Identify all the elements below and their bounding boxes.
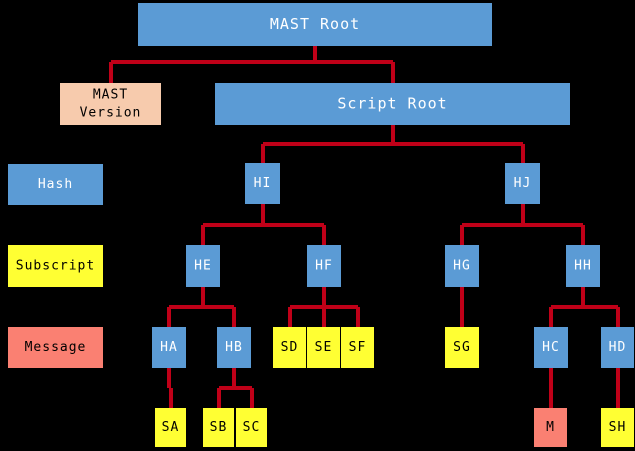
node-box-mast-version bbox=[60, 83, 161, 125]
node-mast-version: MAST Version bbox=[60, 83, 161, 125]
node-hb: HB bbox=[217, 327, 251, 368]
node-sh: SH bbox=[601, 408, 634, 447]
node-box-legend-subscript bbox=[8, 245, 103, 287]
node-box-sg bbox=[445, 327, 479, 368]
node-sg: SG bbox=[445, 327, 479, 368]
node-m: M bbox=[534, 408, 567, 447]
node-box-hj bbox=[505, 163, 540, 204]
node-label-sd: SD bbox=[281, 340, 299, 355]
node-label-hd: HD bbox=[609, 340, 627, 355]
node-label-hi: HI bbox=[254, 176, 272, 191]
node-sc: SC bbox=[236, 408, 267, 447]
node-hh: HH bbox=[566, 245, 600, 287]
node-box-ha bbox=[152, 327, 186, 368]
node-label-m: M bbox=[546, 420, 555, 435]
node-label-he: HE bbox=[194, 259, 212, 274]
node-he: HE bbox=[186, 245, 220, 287]
node-label-mast-root: MAST Root bbox=[270, 15, 360, 33]
node-box-sa bbox=[155, 408, 186, 447]
node-sb: SB bbox=[203, 408, 234, 447]
node-label-legend-hash: Hash bbox=[38, 177, 73, 192]
node-label-hc: HC bbox=[542, 340, 560, 355]
node-legend-subscript: Subscript bbox=[8, 245, 103, 287]
node-ha: HA bbox=[152, 327, 186, 368]
node-box-sc bbox=[236, 408, 267, 447]
node-label-sf: SF bbox=[349, 340, 367, 355]
node-mast-root: MAST Root bbox=[138, 3, 492, 46]
node-box-sh bbox=[601, 408, 634, 447]
node-box-hb bbox=[217, 327, 251, 368]
node-se: SE bbox=[307, 327, 340, 368]
node-hf: HF bbox=[307, 245, 341, 287]
node-box-sb bbox=[203, 408, 234, 447]
node-box-legend-hash bbox=[8, 164, 103, 205]
node-label-ha: HA bbox=[160, 340, 178, 355]
node-box-hg bbox=[445, 245, 479, 287]
node-label-sb: SB bbox=[210, 420, 228, 435]
node-label-script-root: Script Root bbox=[337, 95, 447, 113]
node-label-sa: SA bbox=[162, 420, 180, 435]
node-box-legend-message bbox=[8, 327, 103, 368]
node-sa: SA bbox=[155, 408, 186, 447]
node-legend-hash: Hash bbox=[8, 164, 103, 205]
node-hc: HC bbox=[534, 327, 568, 368]
node-box-hh bbox=[566, 245, 600, 287]
node-label-legend-message: Message bbox=[25, 340, 87, 355]
node-box-sd bbox=[273, 327, 306, 368]
node-hj: HJ bbox=[505, 163, 540, 204]
node-label-legend-subscript: Subscript bbox=[16, 259, 95, 274]
node-box-he bbox=[186, 245, 220, 287]
node-box-sf bbox=[341, 327, 374, 368]
node-hd: HD bbox=[601, 327, 634, 368]
node-hg: HG bbox=[445, 245, 479, 287]
node-label-hg: HG bbox=[453, 259, 471, 274]
node-sf: SF bbox=[341, 327, 374, 368]
node-label-sc: SC bbox=[243, 420, 261, 435]
edge-layer bbox=[109, 46, 620, 408]
node-legend-message: Message bbox=[8, 327, 103, 368]
node-label-sh: SH bbox=[609, 420, 627, 435]
node-hi: HI bbox=[245, 163, 280, 204]
node-label-sg: SG bbox=[453, 340, 471, 355]
node-sd: SD bbox=[273, 327, 306, 368]
node-box-hd bbox=[601, 327, 634, 368]
node-box-hf bbox=[307, 245, 341, 287]
node-box-hc bbox=[534, 327, 568, 368]
node-label-hj: HJ bbox=[514, 176, 532, 191]
node-label-hb: HB bbox=[225, 340, 243, 355]
node-box-mast-root bbox=[138, 3, 492, 46]
node-box-script-root bbox=[215, 83, 570, 125]
node-box-se bbox=[307, 327, 340, 368]
node-label-hf: HF bbox=[315, 259, 333, 274]
node-label-se: SE bbox=[315, 340, 333, 355]
node-box-m bbox=[534, 408, 567, 447]
node-box-hi bbox=[245, 163, 280, 204]
node-label-hh: HH bbox=[574, 259, 592, 274]
node-label-mast-version: Version bbox=[80, 106, 142, 121]
node-label-mast-version: MAST bbox=[93, 88, 128, 103]
node-script-root: Script Root bbox=[215, 83, 570, 125]
